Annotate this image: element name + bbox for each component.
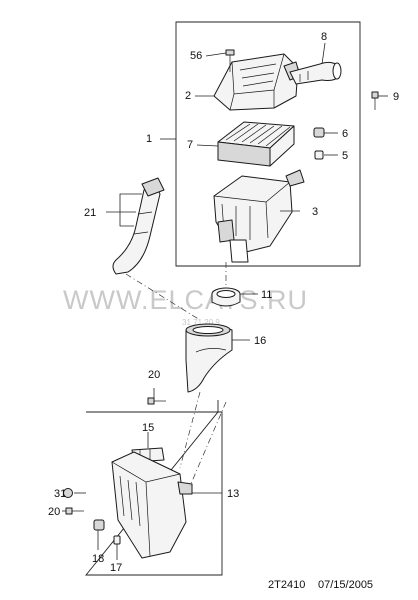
callout-15: 15: [142, 422, 154, 434]
diagram-code: 2T2410: [268, 579, 305, 591]
resonator-13[interactable]: [111, 451, 193, 559]
upper-assembly-frame: [175, 21, 361, 267]
clamp-11[interactable]: [211, 287, 241, 307]
callout-21: 21: [84, 207, 96, 219]
bushing-5[interactable]: [314, 150, 324, 160]
bolt-20-lower[interactable]: [65, 507, 84, 515]
callout-56: 56: [190, 50, 202, 62]
callout-8: 8: [321, 31, 327, 43]
connection-line: [189, 401, 227, 487]
callout-2: 2: [185, 90, 191, 102]
callout-18: 18: [92, 553, 104, 565]
bolt-20-upper[interactable]: [147, 397, 166, 405]
air-duct-16[interactable]: [185, 323, 233, 393]
watermark-text: WWW.ELCATS.RU: [63, 285, 308, 315]
callout-20-upper: 20: [148, 369, 160, 381]
callout-6: 6: [342, 128, 348, 140]
callout-13: 13: [227, 488, 239, 500]
bushing-17[interactable]: [113, 535, 121, 545]
watermark-small-text: 31 71 20 9: [182, 318, 220, 327]
air-filter-element[interactable]: [217, 121, 295, 167]
grommet-18[interactable]: [93, 519, 105, 531]
callout-31: 31: [54, 488, 66, 500]
air-cleaner-housing-lower[interactable]: [213, 169, 305, 263]
callout-3: 3: [312, 206, 318, 218]
callout-9: 9: [393, 91, 399, 103]
intake-duct-8[interactable]: [289, 61, 342, 85]
callout-7: 7: [187, 139, 193, 151]
nut-31[interactable]: [63, 488, 73, 498]
callout-16: 16: [254, 335, 266, 347]
connection-line: [125, 273, 201, 321]
callout-11: 11: [261, 289, 272, 301]
callout-5: 5: [342, 150, 348, 162]
diagram-date: 07/15/2005: [318, 579, 373, 591]
grommet-6[interactable]: [313, 127, 325, 138]
leader-lines: [62, 42, 388, 560]
connection-line: [179, 391, 201, 469]
bolt-9[interactable]: [371, 91, 379, 110]
breather-hose-21[interactable]: [112, 177, 165, 275]
air-cleaner-cover[interactable]: [213, 53, 301, 111]
callout-20-lower: 20: [48, 506, 60, 518]
callout-1: 1: [146, 133, 152, 145]
callout-17: 17: [110, 562, 122, 574]
